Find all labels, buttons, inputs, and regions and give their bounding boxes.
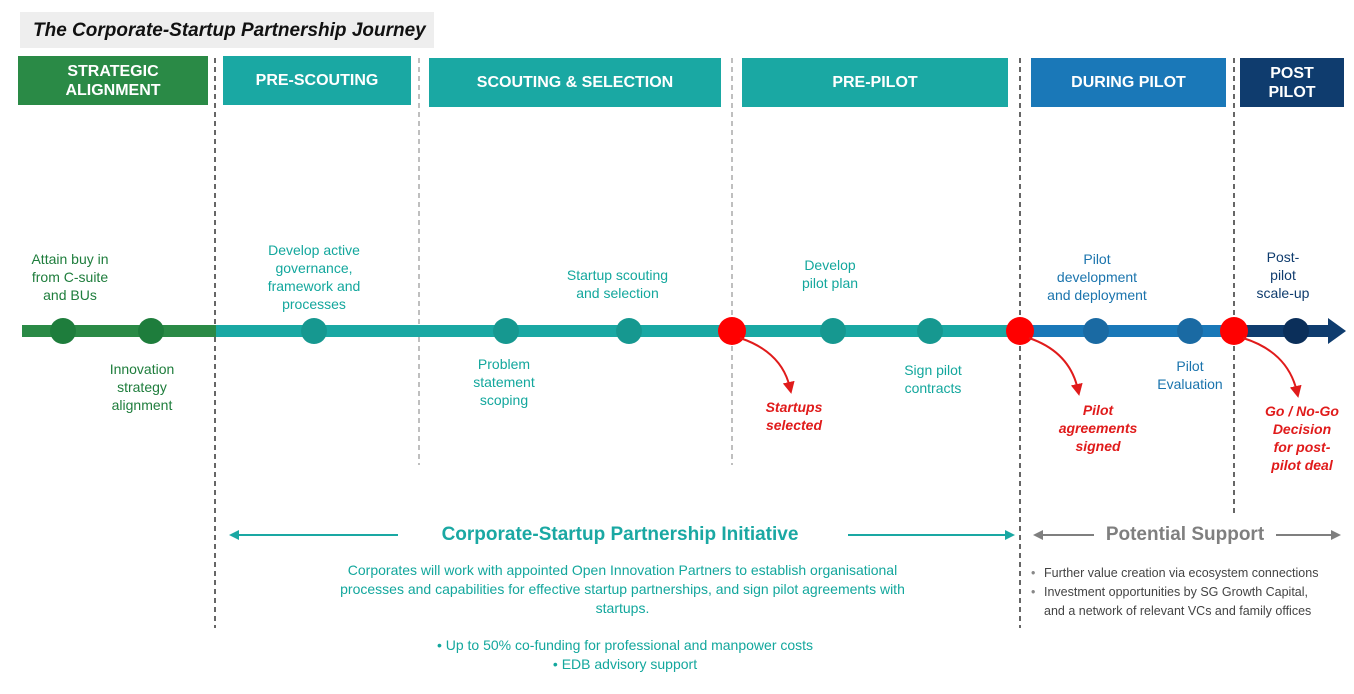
label-pilot-development: Pilot development and deployment — [1047, 251, 1147, 303]
phase-during-pilot: DURING PILOT — [1031, 58, 1226, 107]
decision-dot — [1006, 317, 1034, 345]
decision-startups-selected: Startups selected — [765, 399, 823, 433]
label-problem-statement: Problem statement scoping — [473, 356, 535, 408]
label-post-pilot-scaleup: Post- pilot scale-up — [1256, 249, 1310, 301]
label-attain-buy-in: Attain buy in from C-suite and BUs — [31, 251, 109, 303]
label-innovation-strategy: Innovation strategy alignment — [109, 361, 175, 413]
title-box — [20, 12, 434, 48]
initiative-bullets: • Up to 50% co-funding for professional … — [400, 636, 850, 674]
support-item: Investment opportunities by SG Growth Ca… — [1030, 583, 1352, 621]
milestone-dot — [616, 318, 642, 344]
initiative-bullet: • Up to 50% co-funding for professional … — [436, 637, 814, 653]
label-develop-governance: Develop active governance, framework and… — [267, 242, 361, 312]
page-title: The Corporate-Startup Partnership Journe… — [33, 20, 426, 41]
label-sign-pilot-contracts: Sign pilot contracts — [904, 362, 962, 396]
timeline-arrowhead — [1328, 318, 1346, 344]
milestone-dot — [1283, 318, 1309, 344]
phase-scouting-selection: SCOUTING & SELECTION — [429, 58, 721, 107]
milestone-dot — [301, 318, 327, 344]
decision-pilot-agreements: Pilot agreements signed — [1058, 402, 1138, 454]
label-pilot-evaluation: Pilot Evaluation — [1157, 358, 1223, 392]
milestone-dot — [1083, 318, 1109, 344]
support-list: Further value creation via ecosystem con… — [1030, 564, 1352, 621]
decision-dot — [718, 317, 746, 345]
decision-arrow — [1028, 337, 1083, 396]
support-title: Potential Support — [1105, 524, 1265, 545]
phase-pre-pilot: PRE-PILOT — [742, 58, 1008, 107]
milestone-dot — [50, 318, 76, 344]
milestone-dot — [493, 318, 519, 344]
decision-arrow — [739, 337, 795, 394]
milestone-dot — [138, 318, 164, 344]
decision-arrow — [1242, 337, 1302, 398]
milestone-dot — [820, 318, 846, 344]
phase-pre-scouting: PRE-SCOUTING — [223, 56, 411, 105]
label-startup-scouting: Startup scouting and selection — [566, 267, 669, 301]
milestone-dot — [1177, 318, 1203, 344]
phase-strategic-alignment: STRATEGIC ALIGNMENT — [18, 56, 208, 105]
timeline-navy-segment — [1234, 325, 1330, 337]
initiative-bullet: • EDB advisory support — [552, 656, 698, 672]
decision-go-no-go: Go / No-Go Decision for post- pilot deal — [1265, 403, 1339, 473]
support-item: Further value creation via ecosystem con… — [1030, 564, 1352, 583]
initiative-title: Corporate-Startup Partnership Initiative — [441, 524, 799, 545]
milestone-dot — [917, 318, 943, 344]
decision-dot — [1220, 317, 1248, 345]
label-develop-pilot-plan: Develop pilot plan — [801, 257, 859, 291]
phase-post-pilot: POST PILOT — [1240, 58, 1344, 107]
initiative-description: Corporates will work with appointed Open… — [340, 562, 905, 616]
